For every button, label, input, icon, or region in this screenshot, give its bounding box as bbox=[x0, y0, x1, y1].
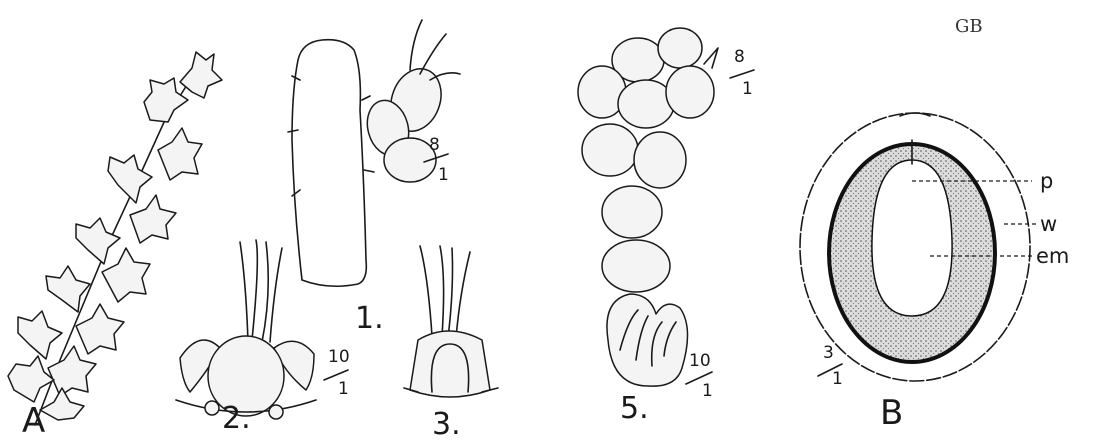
figure-b-scale: 3 1 bbox=[818, 343, 843, 389]
figure-2-label: 2. bbox=[222, 401, 251, 436]
svg-text:1: 1 bbox=[742, 79, 753, 99]
svg-text:10: 10 bbox=[689, 351, 711, 371]
label-part-em: em bbox=[1036, 244, 1069, 268]
svg-text:1: 1 bbox=[832, 369, 843, 389]
figure-1-label: 1. bbox=[355, 301, 384, 336]
figure-b-seed-section: p w em B 3 1 bbox=[800, 113, 1069, 433]
figure-3-label: 3. bbox=[432, 407, 461, 442]
svg-text:8: 8 bbox=[734, 47, 745, 67]
svg-text:3: 3 bbox=[823, 343, 834, 363]
figure-5-scale: 10 1 bbox=[686, 351, 713, 401]
figure-5-fruit: 5. 10 1 bbox=[607, 294, 713, 426]
figure-2-scale: 10 1 bbox=[324, 347, 350, 399]
svg-text:8: 8 bbox=[429, 135, 440, 155]
figure-4-scale: 8 1 bbox=[730, 47, 754, 99]
figure-2-flower: 2. 10 1 bbox=[176, 240, 350, 436]
figure-5-label: 5. bbox=[620, 391, 649, 426]
svg-text:1: 1 bbox=[438, 165, 449, 185]
label-part-w: w bbox=[1040, 212, 1057, 236]
svg-text:1: 1 bbox=[338, 379, 349, 399]
svg-text:10: 10 bbox=[328, 347, 350, 367]
figure-3-section: 3. bbox=[404, 246, 498, 442]
figure-b-label: B bbox=[880, 393, 903, 433]
label-part-p: p bbox=[1040, 169, 1053, 193]
artist-monogram: GB bbox=[955, 16, 983, 37]
svg-text:1: 1 bbox=[702, 381, 713, 401]
figure-4-cluster: 4. 8 1 bbox=[578, 28, 754, 346]
figure-1-spike: 1. 8 1 bbox=[288, 20, 460, 336]
figure-a-label: A bbox=[22, 401, 45, 441]
